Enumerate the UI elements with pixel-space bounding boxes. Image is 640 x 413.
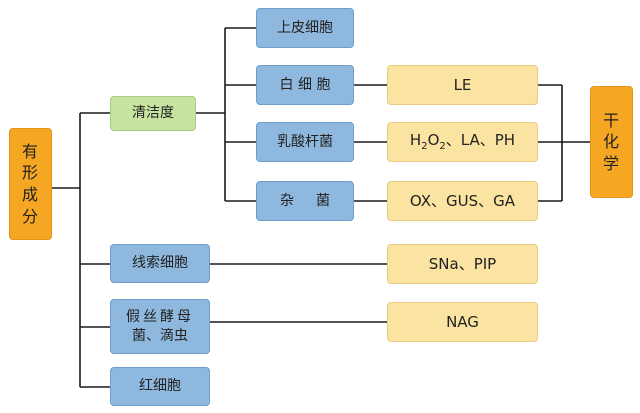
pseudohyphae-label-line1: 假丝酵母 xyxy=(126,308,194,325)
red-cells-label: 红细胞 xyxy=(139,378,181,395)
test-ox-box: OX、GUS、GA xyxy=(387,181,538,221)
test-le-label: LE xyxy=(453,75,472,94)
chem-char: 化 xyxy=(602,132,620,152)
test-nag-label: NAG xyxy=(446,312,479,331)
white-cells-label: 白 细 胞 xyxy=(279,76,331,93)
white-cells-box: 白 细 胞 xyxy=(256,65,354,105)
epithelial-box: 上皮细胞 xyxy=(256,8,354,48)
cleanliness-label: 清洁度 xyxy=(132,105,174,122)
test-h2o2-label: H2O2、LA、PH xyxy=(409,131,516,153)
cast-cells-label: 线索细胞 xyxy=(132,255,188,272)
root-box: 有 形 成 分 xyxy=(9,128,52,240)
cleanliness-box: 清洁度 xyxy=(110,96,196,131)
chem-char: 干 xyxy=(602,110,620,130)
test-ox-label: OX、GUS、GA xyxy=(409,191,516,210)
mixed-bacteria-label: 杂菌 xyxy=(280,192,352,209)
chem-char: 学 xyxy=(602,153,620,173)
test-le-box: LE xyxy=(387,65,538,105)
root-char: 形 xyxy=(21,163,39,183)
test-sna-box: SNa、PIP xyxy=(387,244,538,284)
lactobacillus-box: 乳酸杆菌 xyxy=(256,122,354,162)
cast-cells-box: 线索细胞 xyxy=(110,244,210,283)
root-char: 成 xyxy=(21,185,39,204)
mixed-bacteria-box: 杂菌 xyxy=(256,181,354,221)
epithelial-label: 上皮细胞 xyxy=(277,19,333,36)
pseudohyphae-box: 假丝酵母 菌、滴虫 xyxy=(110,299,210,354)
test-nag-box: NAG xyxy=(387,302,538,342)
test-sna-label: SNa、PIP xyxy=(428,254,497,273)
pseudohyphae-label-line2: 菌、滴虫 xyxy=(132,327,188,344)
lactobacillus-label: 乳酸杆菌 xyxy=(277,133,333,150)
root-char: 分 xyxy=(21,206,39,226)
test-h2o2-box: H2O2、LA、PH xyxy=(387,122,538,162)
dry-chemistry-box: 干 化 学 xyxy=(590,86,633,198)
red-cells-box: 红细胞 xyxy=(110,367,210,406)
root-char: 有 xyxy=(21,141,39,161)
